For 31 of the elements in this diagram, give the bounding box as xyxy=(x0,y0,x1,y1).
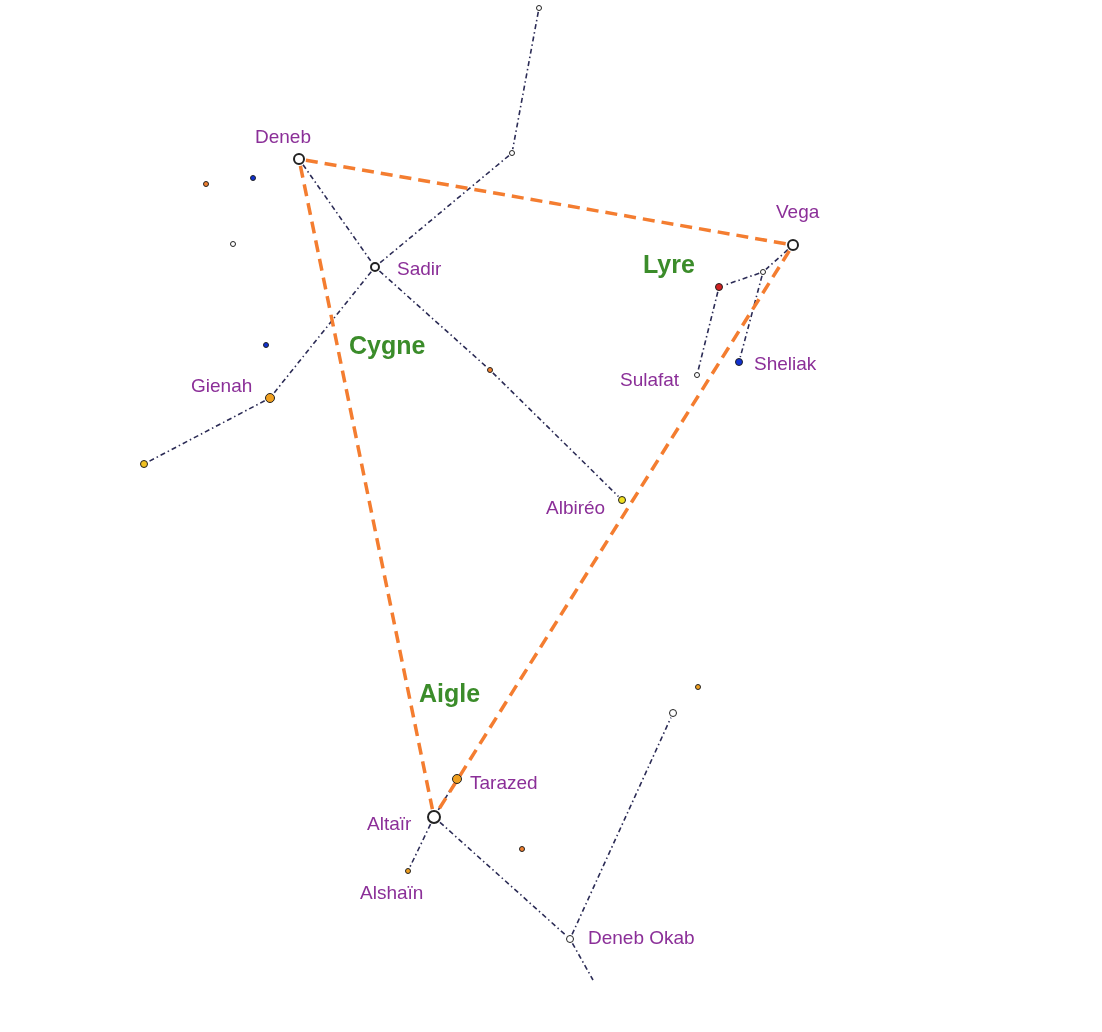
constellation-line xyxy=(147,399,266,463)
constellation-name: Lyre xyxy=(643,252,695,277)
star-name: Deneb Okab xyxy=(588,928,695,947)
constellation-line xyxy=(439,821,568,937)
star-name: Sheliak xyxy=(754,354,817,373)
constellation-line xyxy=(765,248,789,271)
star-name: Tarazed xyxy=(470,773,538,792)
star-name: Sadir xyxy=(397,259,442,278)
dashed-line xyxy=(436,250,791,812)
constellation-line xyxy=(302,163,373,263)
star-name: Sulafat xyxy=(620,370,680,389)
constellation-line xyxy=(378,270,488,369)
constellation-line xyxy=(492,372,620,498)
constellation-line xyxy=(739,275,763,358)
star-name: Vega xyxy=(776,202,820,221)
star-name: Deneb xyxy=(255,127,311,146)
constellation-line xyxy=(571,716,672,936)
constellation-name: Aigle xyxy=(419,681,481,706)
constellation-line xyxy=(511,11,540,150)
star-name: Alshaïn xyxy=(360,883,424,902)
constellation-line xyxy=(378,154,510,264)
star-name: Albiréo xyxy=(546,498,606,517)
constellation-line xyxy=(571,942,594,981)
star-name: Gienah xyxy=(191,376,253,395)
dashed-line xyxy=(298,165,435,810)
constellation-line xyxy=(697,291,719,372)
constellation-line xyxy=(408,823,432,869)
constellation-name: Cygne xyxy=(349,333,426,358)
star-name: Altaïr xyxy=(367,814,412,833)
constellation-line xyxy=(272,270,373,395)
dashed-line xyxy=(305,158,787,246)
